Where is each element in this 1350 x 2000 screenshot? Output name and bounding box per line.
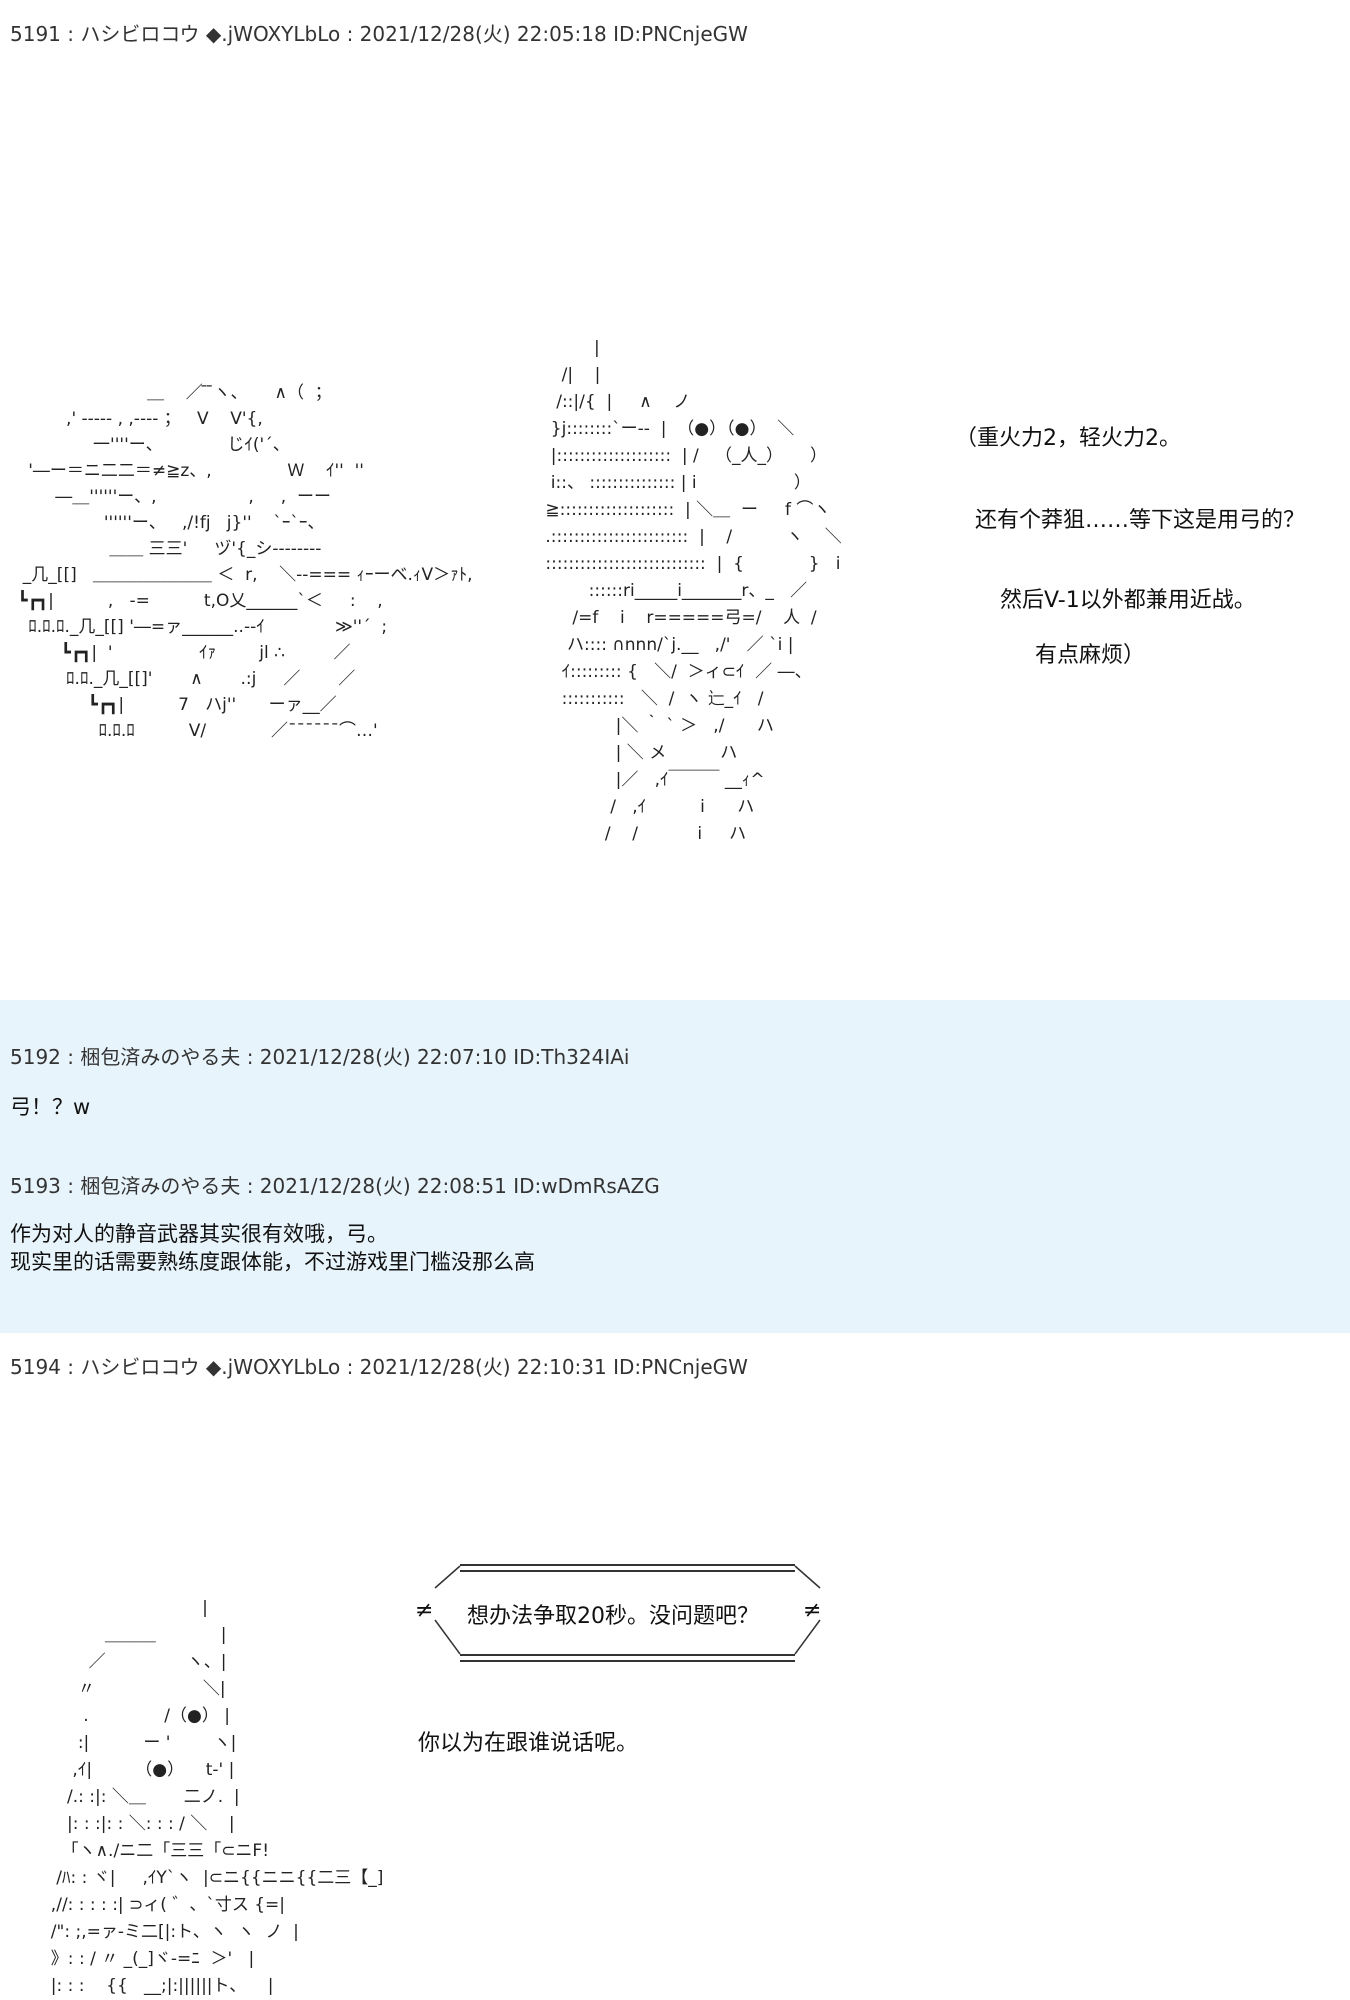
bubble-side-shapes (434, 1565, 821, 1655)
ascii-art-left: ＿ ／ ̄ ̄ヽ、 ∧（ ； ,' ----- , ,---- ； V V'{,… (17, 383, 473, 741)
post-header: 5194 : ハシビロコウ ◆.jWOXYLbLo : 2021/12/28(火… (10, 1355, 748, 1379)
post-header-5193: 5193 : 梱包済みのやる夫 : 2021/12/28(火) 22:08:51… (10, 1174, 660, 1198)
speech-line-2: 还有个莽狙……等下这是用弓的？ (975, 508, 1306, 533)
ascii-art: | ＿＿＿ | ／ ヽ、| 〃 ＼| . /（●） | :| ー ' ヽ| ,ｲ… (50, 1598, 384, 1996)
post-5193-line-1: 作为对人的静音武器其实很有效哦，弓。 (10, 1222, 388, 1246)
post-header-5192: 5192 : 梱包済みのやる夫 : 2021/12/28(火) 22:07:10… (10, 1045, 630, 1069)
post-5192-line-1: 弓！？w (10, 1095, 91, 1119)
bubble-top-border-2 (460, 1570, 795, 1572)
bubble-text: 想办法争取20秒。没问题吧？ (467, 1604, 759, 1629)
ascii-art-right: | /| | /::|/{ | ∧ ノ }j::::::::`ー-- | （●）… (545, 338, 842, 844)
post-header: 5191 : ハシビロコウ ◆.jWOXYLbLo : 2021/12/28(火… (10, 22, 748, 46)
speech-line-1: （重火力2，轻火力2。 (955, 426, 1181, 451)
bubble-left-mark: ≠ (415, 1598, 434, 1623)
speech-line-4: 有点麻烦） (1035, 643, 1146, 668)
bubble-top-border (460, 1564, 795, 1566)
bubble-bottom-border (460, 1654, 795, 1656)
speech-bubble: ≠ 想办法争取20秒。没问题吧？ ≠ (415, 1558, 825, 1668)
speech-line-3: 然后V-1以外都兼用近战。 (1000, 588, 1256, 613)
bubble-bottom-border-2 (460, 1660, 795, 1662)
bubble-right-mark: ≠ (803, 1598, 822, 1623)
post-band-blue: 5192 : 梱包済みのやる夫 : 2021/12/28(火) 22:07:10… (0, 1000, 1350, 1333)
post-5191: 5191 : ハシビロコウ ◆.jWOXYLbLo : 2021/12/28(火… (10, 22, 1306, 844)
speech-line: 你以为在跟谁说话呢。 (418, 1731, 639, 1756)
post-5193-line-2: 现实里的话需要熟练度跟体能，不过游戏里门槛没那么高 (10, 1250, 535, 1274)
post-5194: 5194 : ハシビロコウ ◆.jWOXYLbLo : 2021/12/28(火… (0, 1333, 1350, 2000)
